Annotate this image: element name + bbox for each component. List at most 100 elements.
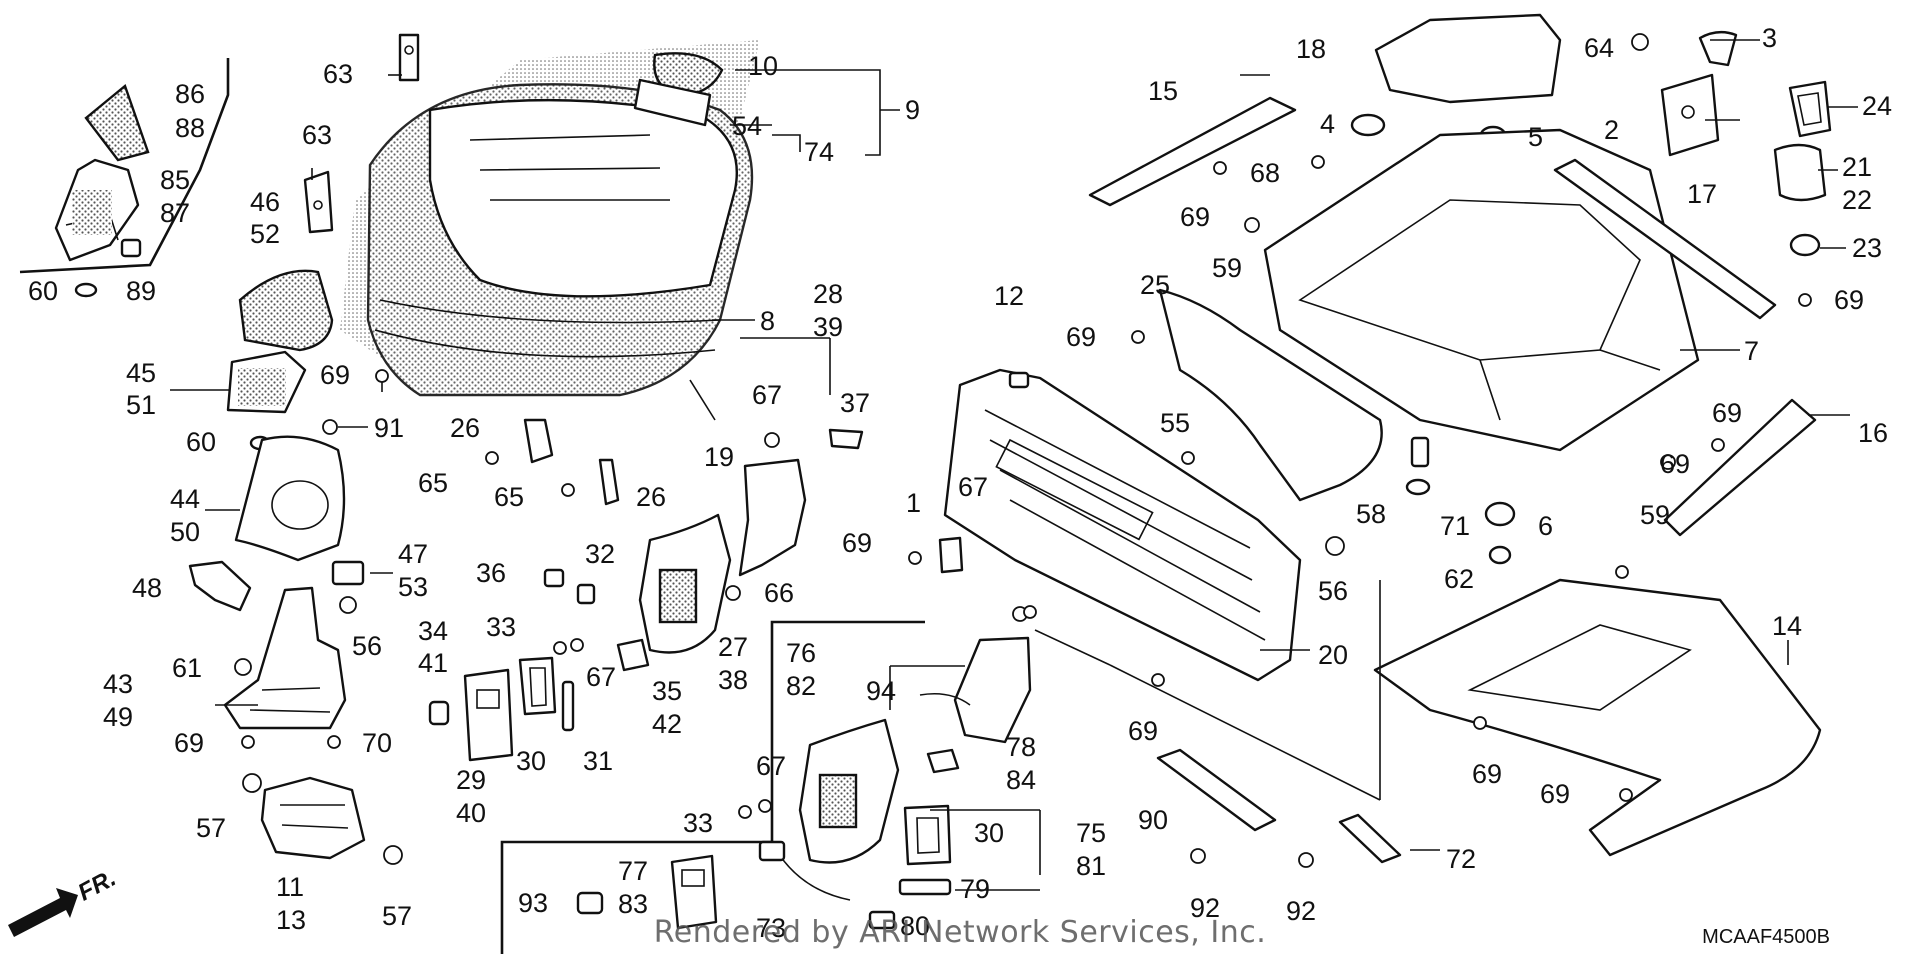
callout-72: 72 (1446, 844, 1476, 874)
callout-22: 22 (1842, 185, 1872, 215)
callout-25: 25 (1140, 270, 1170, 300)
part-31-strip (561, 680, 575, 732)
part-86-88-trim (84, 83, 150, 162)
callout-90: 90 (1138, 805, 1168, 835)
part-65-screw-b (561, 483, 575, 497)
part-55-screw (1181, 451, 1195, 465)
callout-82: 82 (786, 671, 816, 701)
callout-69: 69 (842, 528, 872, 558)
callout-77: 77 (618, 856, 648, 886)
part-69-screw-i (1615, 565, 1629, 579)
callout-76: 76 (786, 638, 816, 668)
part-3-knob (1698, 30, 1738, 67)
part-6-grommet (1484, 501, 1516, 527)
part-69-screw-h (1711, 438, 1725, 452)
callout-1: 1 (906, 488, 921, 518)
callout-42: 42 (652, 709, 682, 739)
part-69-screw-c (1213, 161, 1227, 175)
callout-94: 94 (866, 676, 896, 706)
callout-3: 3 (1762, 23, 1777, 53)
part-57-screw-b (383, 845, 403, 865)
callout-35: 35 (652, 676, 682, 706)
callout-59: 59 (1212, 253, 1242, 283)
callout-87: 87 (160, 198, 190, 228)
callout-86: 86 (175, 79, 205, 109)
part-67-screw-e (1023, 605, 1037, 619)
callout-26: 26 (450, 413, 480, 443)
part-57-screw-a (242, 773, 262, 793)
diagram-code: MCAAF4500B (1702, 926, 1830, 948)
part-92-screw-b (1298, 852, 1314, 868)
part-14-lower-panel (1373, 578, 1822, 857)
part-75-81-console (798, 718, 900, 864)
callout-71: 71 (1440, 511, 1470, 541)
callout-28: 28 (813, 279, 843, 309)
callout-79: 79 (960, 874, 990, 904)
callout-85: 85 (160, 165, 190, 195)
part-24-seal (1788, 80, 1832, 138)
callout-4: 4 (1320, 109, 1335, 139)
part-15-rail (1088, 96, 1297, 207)
part-27-38-console (638, 513, 732, 654)
part-11-13-hinge (260, 776, 366, 860)
callout-73: 73 (756, 913, 786, 943)
callout-44: 44 (170, 484, 200, 514)
callout-9: 9 (905, 95, 920, 125)
callout-69: 69 (1712, 398, 1742, 428)
callout-75: 75 (1076, 818, 1106, 848)
part-21-22-bracket (1773, 143, 1827, 202)
callout-27: 27 (718, 632, 748, 662)
part-91-screw (322, 419, 338, 435)
part-69-screw-j (1473, 716, 1487, 730)
part-12-latch (1008, 371, 1030, 389)
callout-48: 48 (132, 573, 162, 603)
callout-64: 64 (1584, 33, 1614, 63)
part-35-42-clip (616, 638, 650, 672)
front-direction-arrow (8, 888, 78, 937)
part-29-40-panel (463, 668, 514, 762)
callout-65: 65 (494, 482, 524, 512)
part-26-clip-a (523, 418, 554, 464)
part-63-bracket-b (303, 170, 334, 234)
part-44-50-housing (234, 435, 346, 562)
callout-32: 32 (585, 539, 615, 569)
callout-19: 19 (704, 442, 734, 472)
callout-30: 30 (516, 746, 546, 776)
part-20-trunk-box (943, 368, 1302, 682)
callout-43: 43 (103, 669, 133, 699)
callout-69: 69 (1066, 322, 1096, 352)
callout-92: 92 (1190, 893, 1220, 923)
part-45-51-reflector (226, 350, 307, 414)
part-17-rail (1553, 158, 1777, 320)
part-67-screw-b (764, 432, 780, 448)
callout-34: 34 (418, 616, 448, 646)
part-32-clip (576, 583, 596, 605)
rendered-by-watermark: Rendered by ARI Network Services, Inc. (653, 915, 1267, 950)
callout-74: 74 (804, 137, 834, 167)
callout-80: 80 (900, 911, 930, 941)
part-18-lid (1374, 13, 1562, 104)
part-80-clip (868, 910, 896, 930)
part-60-grommet-a (74, 282, 98, 298)
part-33-washer-a (553, 641, 567, 655)
part-47-53-clip (331, 560, 365, 586)
part-48-bracket (188, 560, 252, 612)
callout-50: 50 (170, 517, 200, 547)
callout-5: 5 (1528, 122, 1543, 152)
part-69-screw-f (908, 551, 922, 565)
callout-47: 47 (398, 539, 428, 569)
callout-33: 33 (486, 612, 516, 642)
callout-40: 40 (456, 798, 486, 828)
callout-63: 63 (323, 59, 353, 89)
callout-53: 53 (398, 572, 428, 602)
callout-17: 17 (1687, 179, 1717, 209)
part-2-hinge (1660, 73, 1720, 157)
part-30-frame-b (903, 804, 952, 866)
callout-12: 12 (994, 281, 1024, 311)
part-70-screw (327, 735, 341, 749)
part-58-washer (1405, 478, 1431, 496)
part-63-bracket-a (398, 33, 420, 82)
part-67-screw-a (570, 638, 584, 652)
part-59-screw-b (1660, 454, 1676, 470)
part-93-cap (576, 891, 604, 915)
